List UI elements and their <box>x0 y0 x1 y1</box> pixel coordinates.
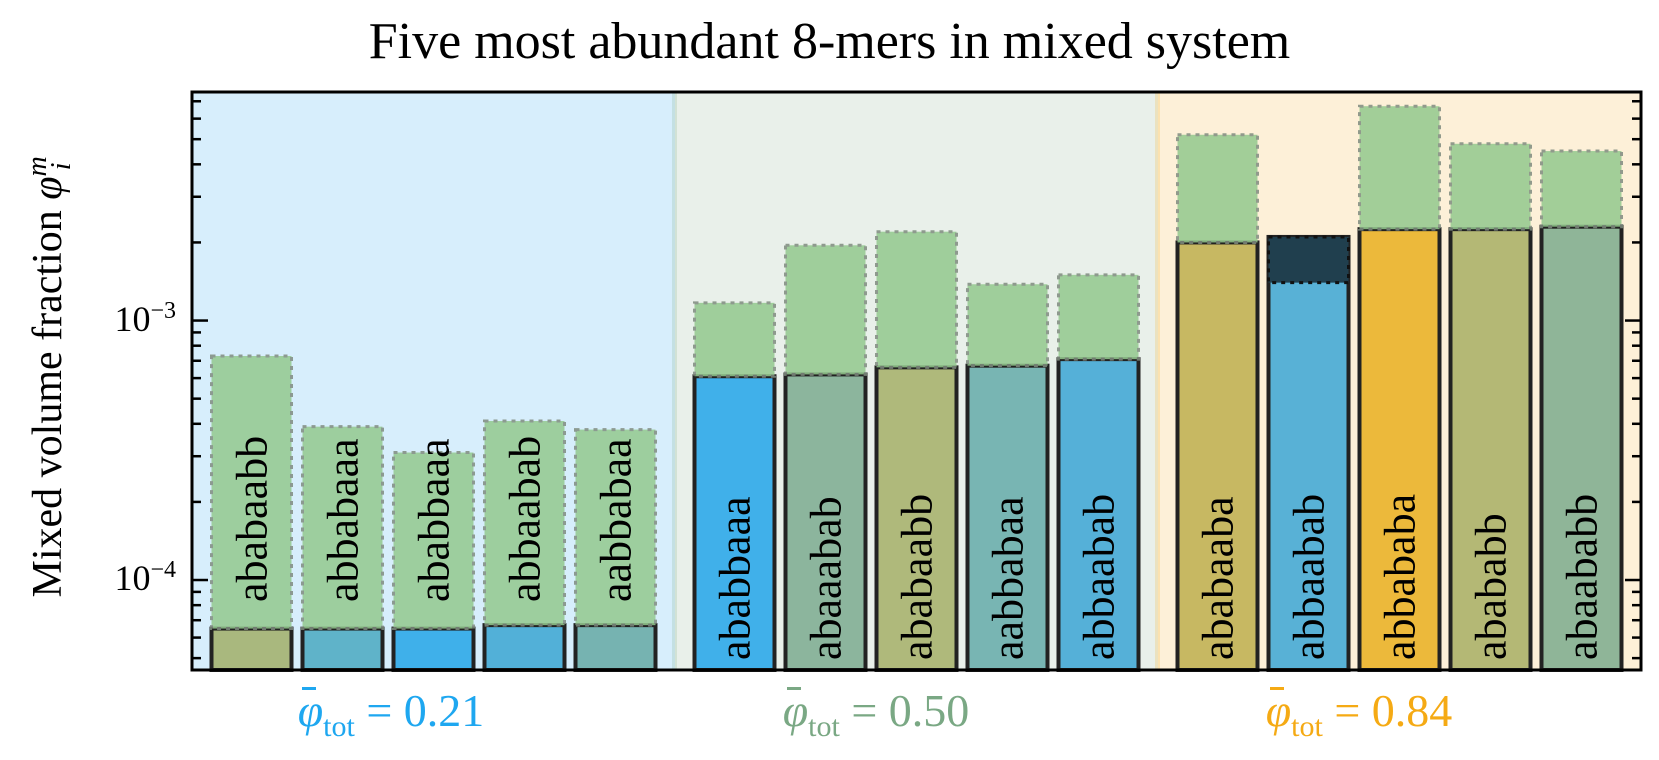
bar-label: abbababa <box>1376 494 1425 660</box>
phi-bar-symbol: φ <box>782 685 809 736</box>
solid-bar <box>1539 224 1624 672</box>
bar-label: abaaabab <box>802 496 851 660</box>
chart-title: Five most abundant 8-mers in mixed syste… <box>368 13 1291 70</box>
solid-bar <box>1448 227 1533 672</box>
bar-abaaabab: abaaabab <box>783 243 868 672</box>
y-tick-exp: −4 <box>150 557 176 583</box>
solid-bar <box>482 623 567 673</box>
group-label-0.21: φtot = 0.21 <box>241 684 541 744</box>
bar-abbabaaa: abbabaaa <box>300 425 385 673</box>
bar-abbaabab: abbaabab <box>1266 234 1351 673</box>
dashed-bar <box>1358 104 1441 231</box>
bar-label: aabbabaa <box>592 438 641 602</box>
group-label-0.84: φtot = 0.84 <box>1209 684 1509 744</box>
dashed-bar <box>392 451 475 631</box>
dashed-bar <box>966 282 1049 368</box>
solid-bar <box>573 623 658 673</box>
bar-ababaaba: ababaaba <box>1175 133 1260 672</box>
bar-label: abbaabab <box>1075 494 1124 660</box>
bar-ababaabb: ababaabb <box>874 230 959 672</box>
bar-abbaabab: abbaabab <box>482 419 567 673</box>
bar-abbaabab: abbaabab <box>1056 273 1141 672</box>
bar-label: abbaabab <box>501 436 550 602</box>
bar-label: abaababb <box>1558 494 1607 660</box>
y-tick-exp: −3 <box>150 298 176 324</box>
group-label-0.50: φtot = 0.50 <box>726 684 1026 744</box>
bar-aabbabaa: aabbabaa <box>965 282 1050 672</box>
dashed-bar <box>784 243 867 376</box>
axes-frame <box>190 90 1643 672</box>
dashed-bar <box>210 354 293 631</box>
solid-bar <box>209 626 294 673</box>
solid-bar <box>1266 234 1351 673</box>
solid-bar <box>1056 357 1141 672</box>
bar-ababaabb: ababaabb <box>209 354 294 673</box>
dashed-bar <box>693 301 776 378</box>
group-label-sub: tot <box>323 710 355 744</box>
dashed-bar-overlay <box>1267 235 1350 285</box>
phi-bar-symbol: φ <box>1265 685 1292 736</box>
bar-label: ababbaaa <box>711 496 760 660</box>
y-tick-base: 10 <box>114 299 151 339</box>
bar-label: ababaabb <box>228 436 277 602</box>
bar-abaababb: abaababb <box>1539 149 1624 672</box>
bar-label: aabbabaa <box>984 496 1033 660</box>
y-tick-label-1e-3: 10−3 <box>96 298 176 340</box>
bar-label: abbaabab <box>1285 494 1334 660</box>
bar-ababbaaa: ababbaaa <box>692 301 777 672</box>
solid-bar <box>1175 240 1260 672</box>
bar-ababbaaa: ababbaaa <box>391 438 476 673</box>
group-divider <box>1155 92 1160 670</box>
bar-abababb: abababb <box>1448 142 1533 672</box>
solid-bar <box>783 372 868 672</box>
dashed-bar <box>1449 142 1532 231</box>
solid-bar <box>300 626 385 673</box>
group-label-sub: tot <box>808 710 840 744</box>
solid-bar <box>391 626 476 673</box>
dashed-bar <box>875 230 958 369</box>
dashed-bar <box>1176 133 1259 244</box>
group-label-value: = 0.21 <box>366 685 485 736</box>
group-label-value: = 0.50 <box>851 685 970 736</box>
y-tick-label-1e-4: 10−4 <box>96 557 176 599</box>
dashed-bar <box>483 419 566 627</box>
group-label-value: = 0.84 <box>1334 685 1453 736</box>
phi-bar-symbol: φ <box>297 685 324 736</box>
dashed-bar <box>1057 273 1140 361</box>
dashed-bar <box>301 425 384 631</box>
solid-bar <box>1357 227 1442 672</box>
bar-abbababa: abbababa <box>1357 104 1442 672</box>
y-tick-base: 10 <box>114 558 151 598</box>
group-label-sub: tot <box>1291 710 1323 744</box>
bar-aabbabaa: aabbabaa <box>573 428 658 673</box>
bar-label: ababbaaa <box>410 438 459 602</box>
dashed-bar <box>574 428 657 627</box>
bar-label: ababaaba <box>1194 496 1243 660</box>
group-divider <box>672 92 677 670</box>
bar-label: ababaabb <box>893 494 942 660</box>
bar-label: abababb <box>1467 513 1516 660</box>
bar-label: abbabaaa <box>319 438 368 602</box>
dashed-bar <box>1540 149 1623 229</box>
